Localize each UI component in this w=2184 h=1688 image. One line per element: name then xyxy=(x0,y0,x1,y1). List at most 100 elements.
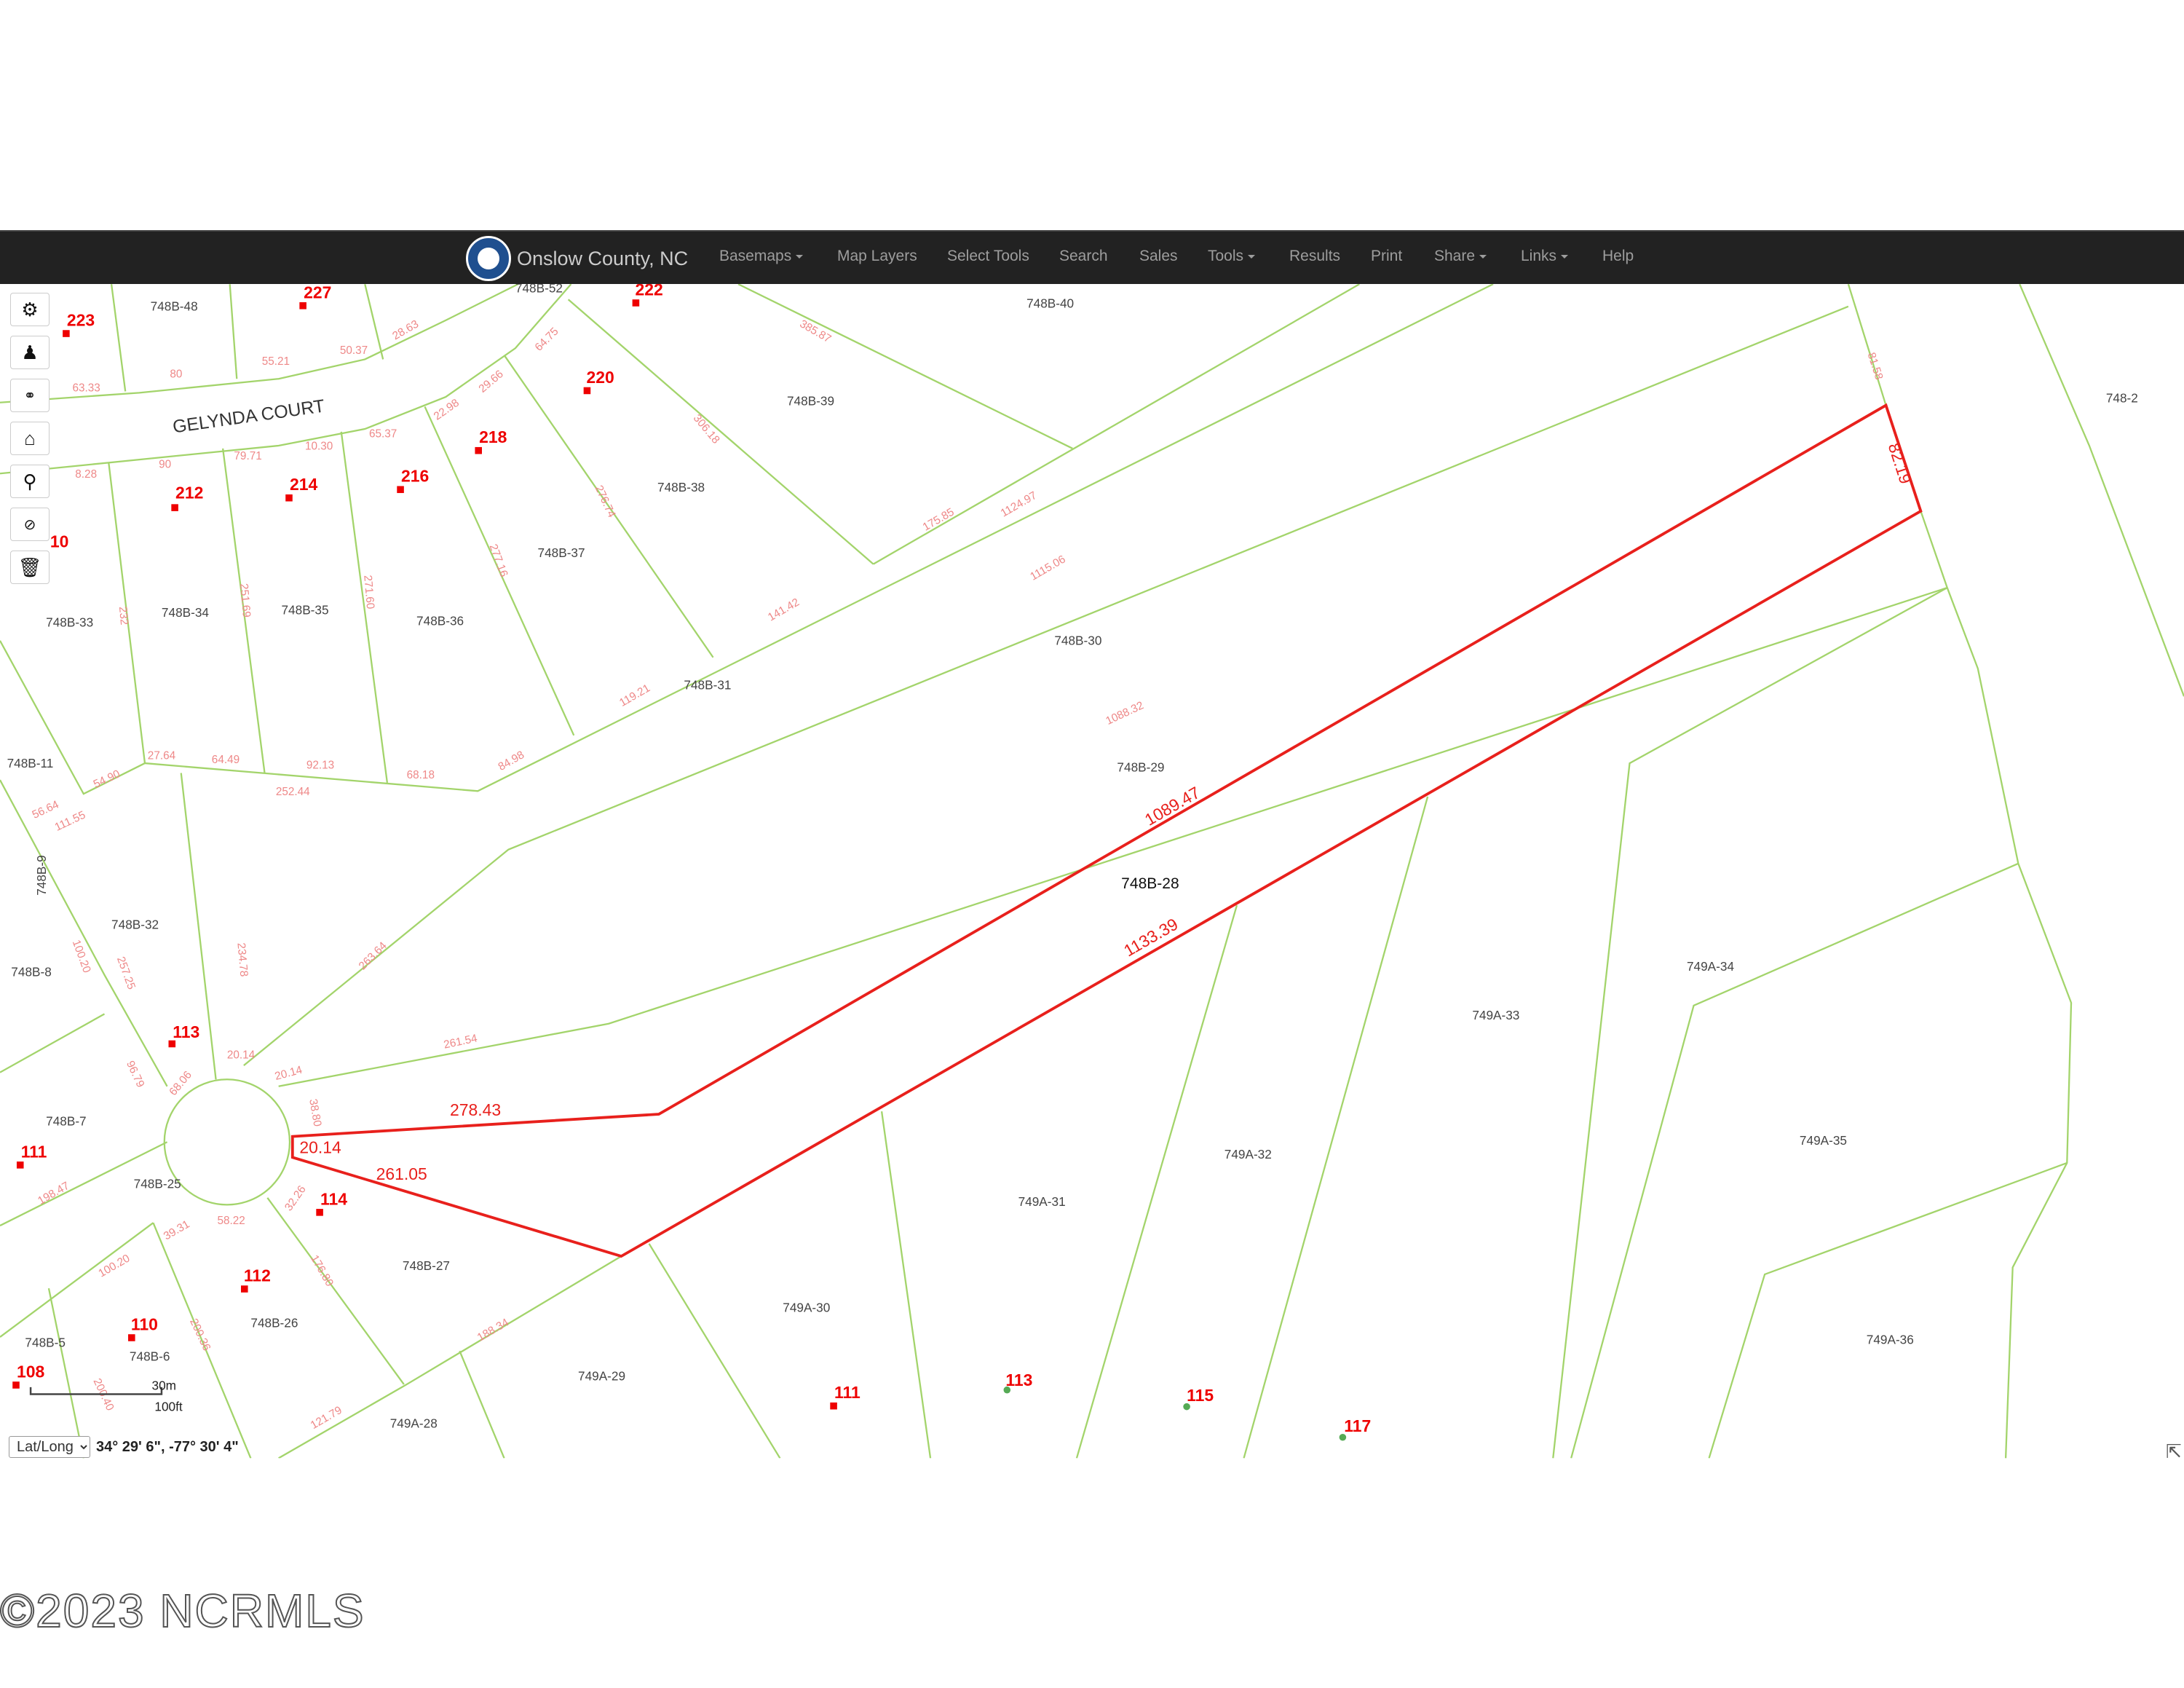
svg-text:748B-8: 748B-8 xyxy=(11,965,51,979)
svg-text:276.74: 276.74 xyxy=(593,484,618,520)
svg-text:748B-25: 748B-25 xyxy=(134,1176,181,1191)
svg-text:749A-31: 749A-31 xyxy=(1018,1194,1066,1209)
nav-map-layers[interactable]: Map Layers xyxy=(837,248,917,264)
svg-text:748B-7: 748B-7 xyxy=(46,1113,86,1128)
find-button[interactable]: ⚭ xyxy=(10,379,50,412)
svg-text:188.34: 188.34 xyxy=(475,1316,511,1344)
svg-text:748-2: 748-2 xyxy=(2106,391,2138,406)
svg-text:80: 80 xyxy=(170,368,182,380)
svg-text:100ft: 100ft xyxy=(154,1399,182,1413)
nav-search[interactable]: Search xyxy=(1059,248,1108,264)
coordinate-format-select[interactable]: Lat/Long xyxy=(9,1436,90,1458)
svg-text:92.13: 92.13 xyxy=(306,760,334,772)
svg-text:55.21: 55.21 xyxy=(262,355,290,368)
svg-text:20.14: 20.14 xyxy=(299,1138,341,1157)
svg-text:748B-32: 748B-32 xyxy=(111,918,159,932)
svg-text:82.19: 82.19 xyxy=(1885,441,1915,486)
svg-text:50.37: 50.37 xyxy=(340,344,368,357)
svg-text:96.79: 96.79 xyxy=(124,1059,147,1089)
nav-links[interactable]: Links xyxy=(1521,248,1569,265)
svg-text:30m: 30m xyxy=(152,1379,176,1393)
svg-text:100.20: 100.20 xyxy=(96,1253,132,1280)
gear-icon: ⚙ xyxy=(21,298,39,320)
svg-text:27.64: 27.64 xyxy=(148,749,176,762)
map-toolbar: ⚙ ♟ ⚭ ⌂ ⚲ ⊘ 🗑 xyxy=(10,293,51,593)
svg-text:111: 111 xyxy=(834,1383,860,1402)
svg-text:748B-35: 748B-35 xyxy=(281,602,328,617)
locate-button[interactable]: ⚲ xyxy=(10,465,50,498)
svg-text:8.28: 8.28 xyxy=(75,468,97,481)
home-icon: ⌂ xyxy=(24,427,36,449)
toggle-visibility-button[interactable]: ⊘ xyxy=(10,508,50,541)
svg-text:748B-48: 748B-48 xyxy=(151,299,198,313)
top-navbar: Onslow County, NC Basemaps Map Layers Se… xyxy=(0,230,2184,284)
svg-text:176.80: 176.80 xyxy=(308,1253,336,1289)
svg-text:218: 218 xyxy=(479,427,507,446)
nav-sales[interactable]: Sales xyxy=(1139,248,1178,264)
trash-icon: 🗑 xyxy=(17,556,42,578)
svg-text:749A-33: 749A-33 xyxy=(1472,1008,1519,1022)
svg-text:1088.32: 1088.32 xyxy=(1104,699,1145,727)
street-label: GELYNDA COURT xyxy=(171,395,325,437)
svg-text:113: 113 xyxy=(1005,1370,1032,1389)
home-button[interactable]: ⌂ xyxy=(10,422,50,455)
svg-text:748B-40: 748B-40 xyxy=(1026,296,1074,311)
svg-text:748B-29: 748B-29 xyxy=(1117,760,1164,775)
parcel-id-labels: 748B-48 748B-52 748B-40 748B-39 748B-38 … xyxy=(7,284,2138,1430)
svg-text:56.64: 56.64 xyxy=(31,798,61,821)
svg-text:749A-29: 749A-29 xyxy=(578,1368,625,1383)
svg-text:749A-36: 749A-36 xyxy=(1867,1333,1914,1347)
svg-text:GELYNDA COURT: GELYNDA COURT xyxy=(171,395,325,437)
clear-button[interactable]: 🗑 xyxy=(10,551,50,584)
svg-text:32.26: 32.26 xyxy=(282,1183,309,1213)
svg-text:748B-27: 748B-27 xyxy=(403,1258,450,1273)
svg-text:119.21: 119.21 xyxy=(617,682,652,709)
nav-basemaps[interactable]: Basemaps xyxy=(719,248,804,265)
nav-tools[interactable]: Tools xyxy=(1208,248,1256,265)
svg-text:108: 108 xyxy=(17,1362,45,1381)
svg-text:115: 115 xyxy=(1187,1386,1214,1405)
svg-text:261.54: 261.54 xyxy=(443,1032,479,1051)
svg-text:748B-28: 748B-28 xyxy=(1121,875,1179,892)
svg-text:81.58: 81.58 xyxy=(1865,351,1886,382)
svg-text:1124.97: 1124.97 xyxy=(999,489,1039,520)
svg-text:58.22: 58.22 xyxy=(217,1215,245,1227)
svg-text:141.42: 141.42 xyxy=(766,596,802,624)
svg-text:38.80: 38.80 xyxy=(306,1098,323,1128)
nav-help[interactable]: Help xyxy=(1602,248,1634,264)
subject-parcel-outline[interactable] xyxy=(290,403,1923,1258)
caret-down-icon xyxy=(796,254,804,259)
svg-text:1115.06: 1115.06 xyxy=(1028,553,1067,583)
svg-text:65.37: 65.37 xyxy=(369,428,397,441)
svg-text:748B-6: 748B-6 xyxy=(130,1349,170,1364)
brand-link[interactable]: Onslow County, NC xyxy=(466,234,688,283)
svg-text:749A-35: 749A-35 xyxy=(1800,1133,1847,1148)
svg-text:10: 10 xyxy=(50,532,69,551)
house-markers xyxy=(12,299,1347,1441)
svg-text:748B-11: 748B-11 xyxy=(7,756,54,770)
svg-text:79.71: 79.71 xyxy=(234,450,261,462)
coordinate-value: 34° 29' 6", -77° 30' 4" xyxy=(96,1438,239,1455)
svg-text:112: 112 xyxy=(244,1266,271,1285)
street-view-button[interactable]: ♟ xyxy=(10,336,50,369)
svg-text:10.30: 10.30 xyxy=(305,441,333,453)
address-labels: 223 227 222 220 218 216 214 212 10 113 1… xyxy=(17,284,1371,1435)
svg-text:68.18: 68.18 xyxy=(407,769,435,781)
svg-text:748B-5: 748B-5 xyxy=(25,1335,65,1349)
parcel-lines xyxy=(0,284,2184,1459)
svg-text:748B-31: 748B-31 xyxy=(684,678,731,693)
nav-print[interactable]: Print xyxy=(1371,248,1403,264)
settings-button[interactable]: ⚙ xyxy=(10,293,50,326)
nav-share[interactable]: Share xyxy=(1434,248,1487,265)
nav-results[interactable]: Results xyxy=(1289,248,1341,264)
svg-text:214: 214 xyxy=(290,475,318,494)
svg-text:63.33: 63.33 xyxy=(72,382,100,394)
svg-text:212: 212 xyxy=(175,484,203,502)
svg-text:90: 90 xyxy=(159,459,171,471)
nav-select-tools[interactable]: Select Tools xyxy=(947,248,1029,264)
svg-text:223: 223 xyxy=(67,311,95,330)
svg-text:748B-37: 748B-37 xyxy=(538,545,585,560)
resize-arrow-icon[interactable]: ⇱ xyxy=(2166,1440,2182,1462)
svg-text:252.44: 252.44 xyxy=(276,786,310,798)
